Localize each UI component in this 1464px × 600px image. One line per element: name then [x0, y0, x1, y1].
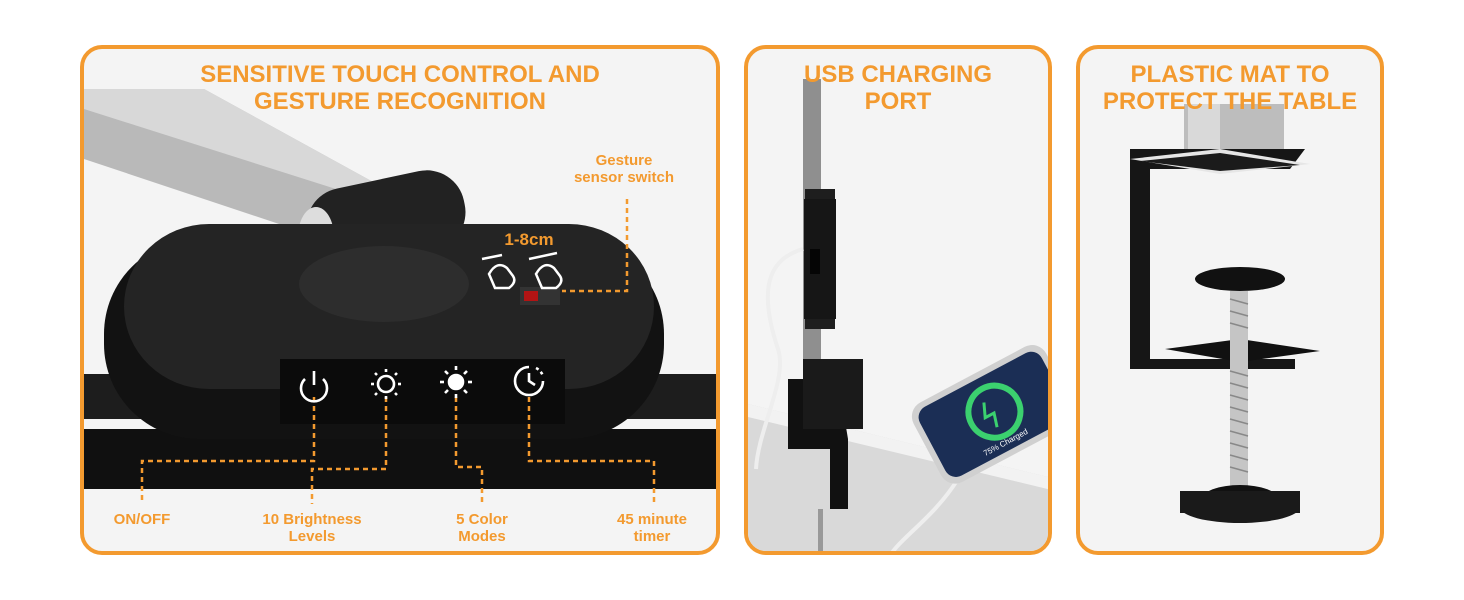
upper-knob [1195, 267, 1285, 291]
timer-label: 45 minute timer [616, 511, 688, 545]
usb-charging-title: USB CHARGING PORT [803, 61, 992, 115]
usb-charging-panel: USB CHARGING PORT 75% Charged [744, 45, 1052, 555]
gesture-sensor-label: Gesture sensor switch [573, 152, 675, 186]
brightness-levels-label: 10 Brightness Levels [262, 511, 362, 545]
distance-label: 1-8cm [504, 230, 554, 249]
color-modes-label: 5 Color Modes [456, 511, 508, 545]
timer-icon [513, 365, 545, 397]
usb-cable [754, 247, 804, 470]
power-icon [299, 371, 329, 403]
lamp-base-illustration [84, 89, 716, 504]
usb-illustration: 75% Charged [748, 79, 1048, 551]
sun-icon [440, 366, 472, 398]
touch-control-title: SENSITIVE TOUCH CONTROL AND GESTURE RECO… [200, 61, 600, 115]
plastic-mat-title: PLASTIC MAT TO PROTECT THE TABLE [1102, 61, 1358, 115]
touch-control-panel: SENSITIVE TOUCH CONTROL AND GESTURE RECO… [80, 45, 720, 555]
touch-icons [299, 365, 545, 403]
clamp-frame [1130, 149, 1305, 369]
clamp-illustration [1130, 104, 1320, 523]
on-off-label: ON/OFF [113, 511, 171, 528]
brightness-icon [371, 369, 401, 399]
plastic-mat-panel: PLASTIC MAT TO PROTECT THE TABLE [1076, 45, 1384, 555]
threaded-screw [1230, 291, 1248, 491]
